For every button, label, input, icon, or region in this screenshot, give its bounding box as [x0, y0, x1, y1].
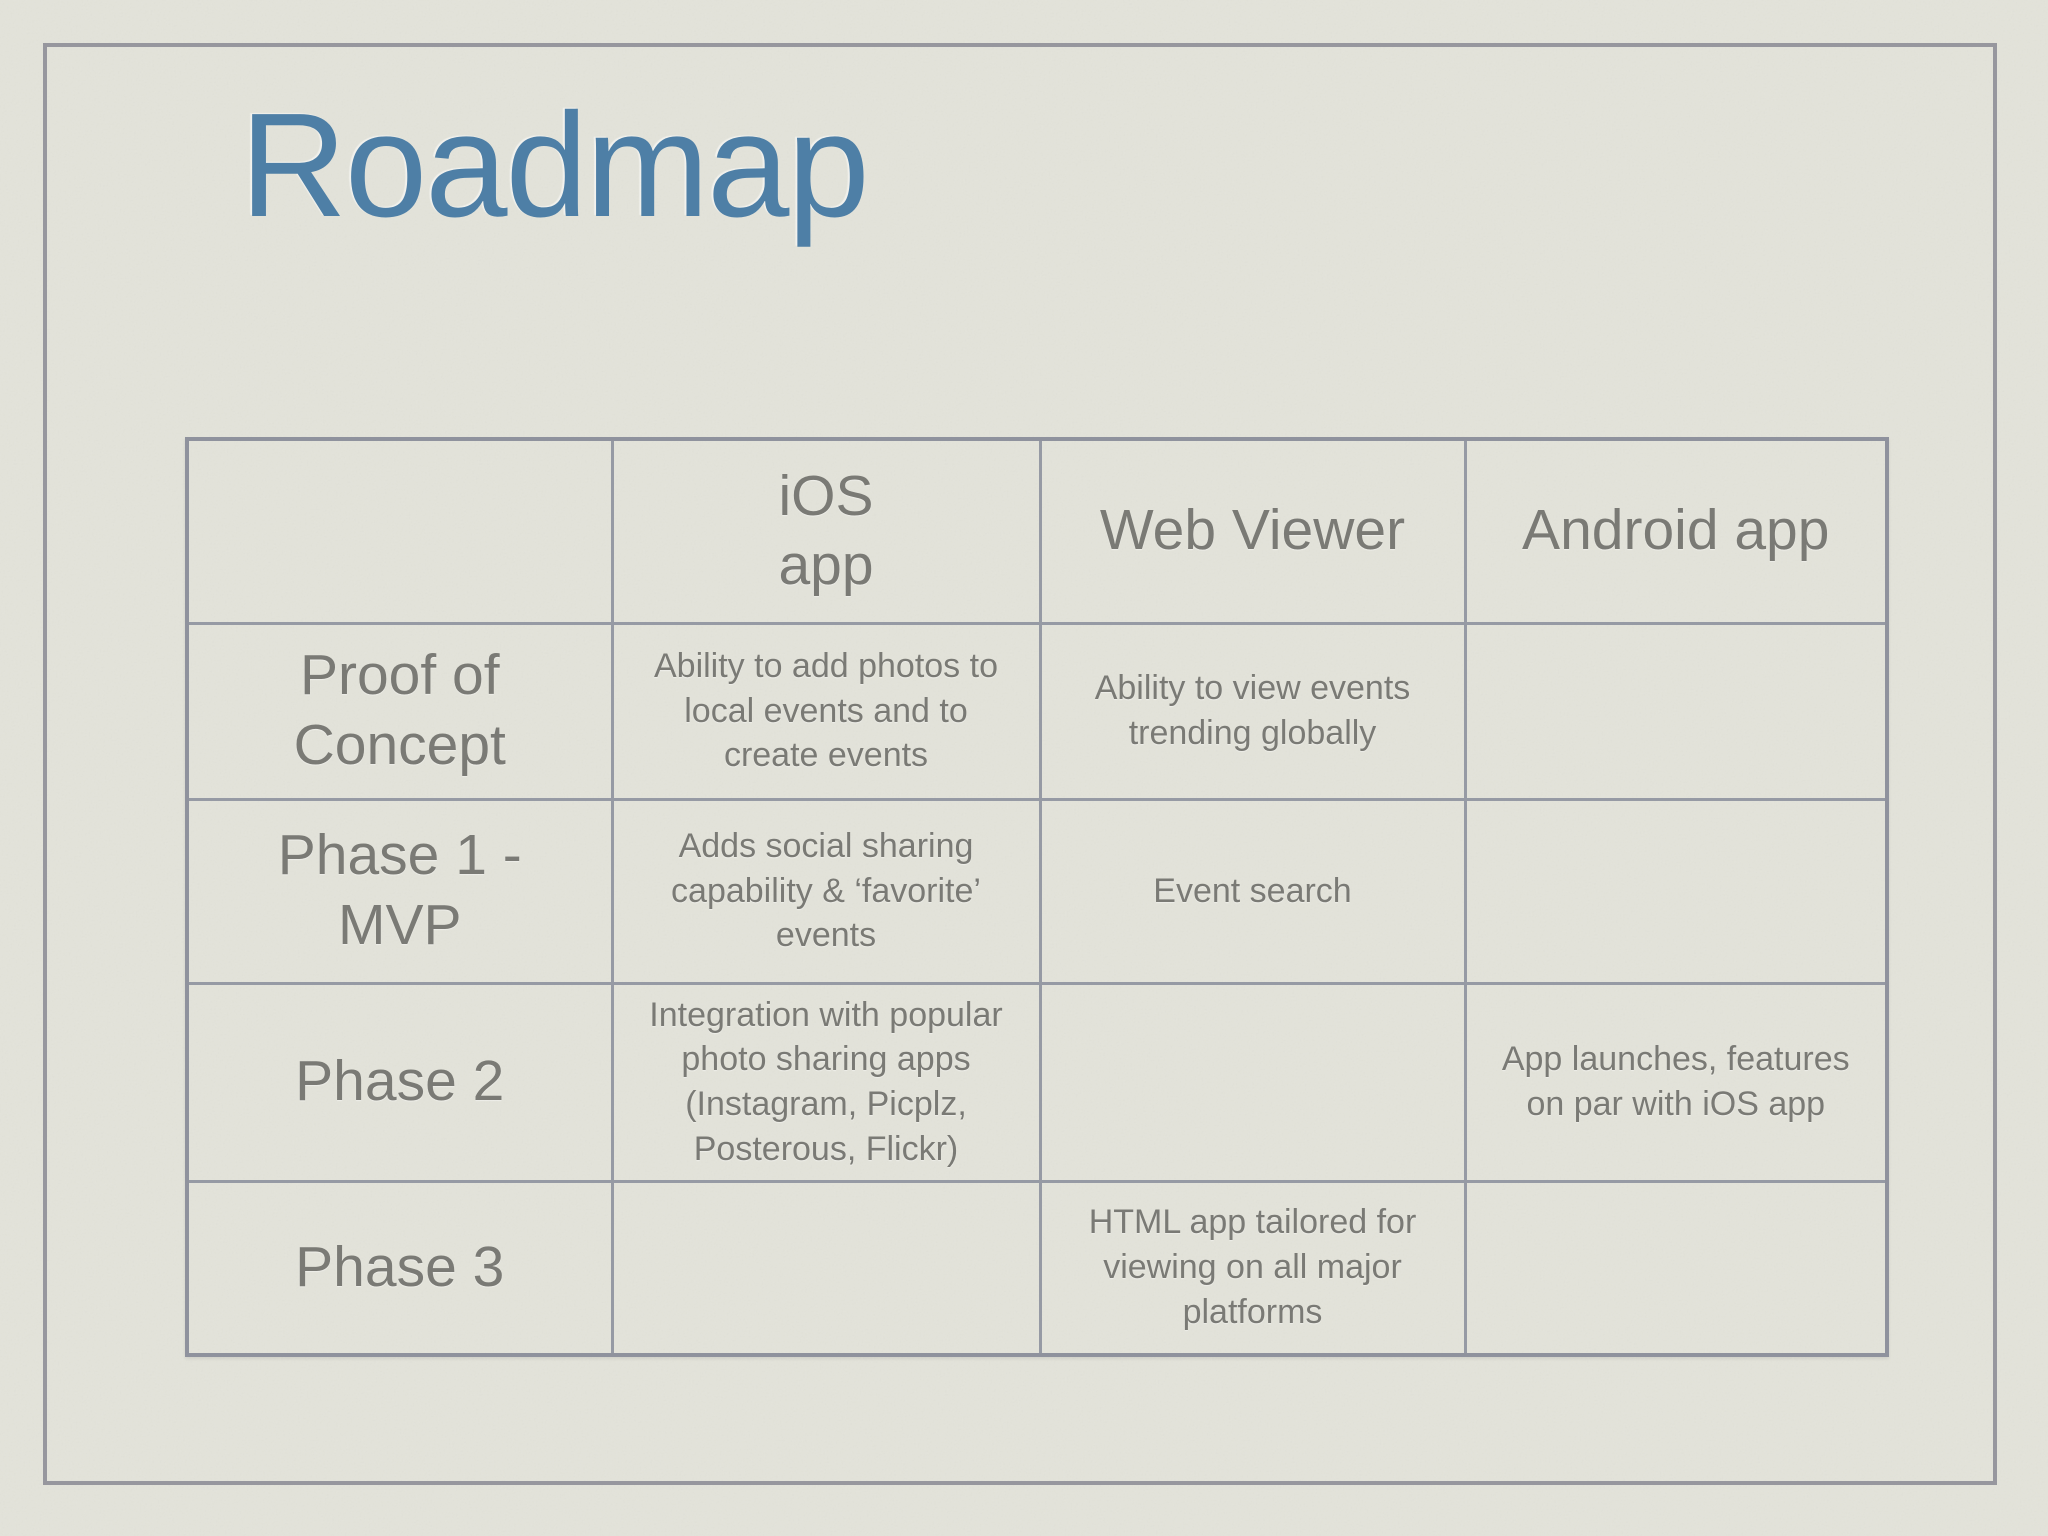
cell-proof-ios: Ability to add photos to local events an…: [610, 621, 1042, 801]
table-row-phase-1-mvp: Phase 1 - MVP Adds social sharing capabi…: [185, 797, 1889, 985]
cell-proof-android: [1463, 621, 1889, 801]
row-label-phase-1-mvp: Phase 1 - MVP: [185, 797, 614, 985]
table-row-proof-of-concept: Proof of Concept Ability to add photos t…: [185, 621, 1889, 801]
row-label-phase-2: Phase 2: [185, 981, 614, 1183]
table-row-phase-2: Phase 2 Integration with popular photo s…: [185, 981, 1889, 1183]
roadmap-table: iOS app Web Viewer Android app Proof of …: [185, 437, 1889, 1357]
cell-phase2-android: App launches, features on par with iOS a…: [1463, 981, 1889, 1183]
cell-phase3-ios: [610, 1180, 1042, 1356]
header-cell-ios-app: iOS app: [610, 437, 1042, 625]
cell-phase1-android: [1463, 797, 1889, 985]
header-cell-android-app: Android app: [1463, 437, 1889, 625]
cell-phase3-android: [1463, 1180, 1889, 1356]
row-label-proof-of-concept: Proof of Concept: [185, 621, 614, 801]
table-header-row: iOS app Web Viewer Android app: [185, 437, 1889, 625]
page-title: Roadmap: [240, 83, 870, 248]
header-cell-web-viewer: Web Viewer: [1038, 437, 1467, 625]
cell-phase1-web: Event search: [1038, 797, 1467, 985]
cell-phase3-web: HTML app tailored for viewing on all maj…: [1038, 1180, 1467, 1356]
row-label-phase-3: Phase 3: [185, 1180, 614, 1356]
cell-proof-web: Ability to view events trending globally: [1038, 621, 1467, 801]
cell-phase1-ios: Adds social sharing capability & ‘favori…: [610, 797, 1042, 985]
table-row-phase-3: Phase 3 HTML app tailored for viewing on…: [185, 1180, 1889, 1356]
header-cell-empty: [185, 437, 614, 625]
cell-phase2-ios: Integration with popular photo sharing a…: [610, 981, 1042, 1183]
cell-phase2-web: [1038, 981, 1467, 1183]
